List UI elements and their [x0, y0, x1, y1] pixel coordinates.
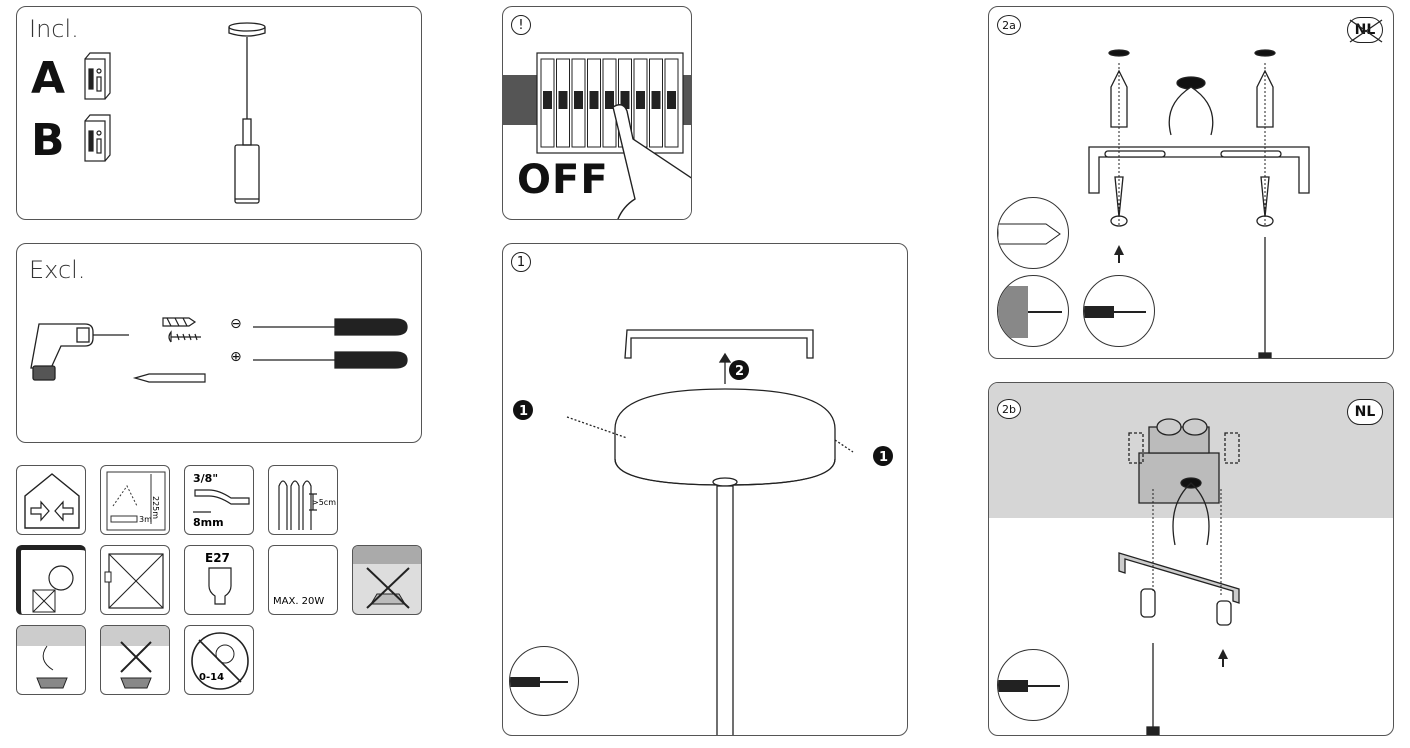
breaker-toggle — [651, 91, 661, 109]
no-recessed-icon — [16, 545, 86, 615]
excl-tools-drawing — [30, 317, 408, 383]
breaker-toggle — [543, 91, 552, 109]
max-wattage-icon: MAX. 20W — [268, 545, 338, 615]
manual-a-letter: A — [31, 53, 66, 104]
step1-panel: 1 1 1 2 — [502, 243, 908, 736]
cable-bottom-text: 8mm — [193, 516, 224, 529]
step2a-drawing — [1088, 49, 1310, 358]
breaker-toggle — [574, 91, 583, 109]
ceiling-mount-ok-icon — [16, 625, 86, 695]
warning-badge: ! — [511, 15, 531, 35]
step-badge-2a: 2a — [997, 15, 1021, 35]
manual-book-icon — [84, 52, 111, 100]
screwdriver-tool-circle — [509, 646, 579, 716]
wire-gap-text: >5cm — [312, 498, 336, 507]
step-badge-1: 1 — [511, 252, 531, 272]
drill-tool-circle — [997, 275, 1069, 347]
breaker-toggle — [558, 91, 568, 109]
breaker-drawing — [503, 52, 691, 219]
breaker-toggle — [636, 91, 645, 109]
region-nl-text-2b: NL — [1354, 404, 1376, 420]
bracket-2b — [1118, 552, 1240, 604]
manual-b-letter: B — [31, 115, 65, 166]
child-warning-icon: 0-14 — [184, 625, 254, 695]
marker-right: 1 — [879, 450, 888, 465]
region-nl-crossed: NL — [1347, 17, 1383, 43]
breaker-toggle — [667, 91, 676, 109]
screw-icon — [168, 330, 201, 343]
incl-drawing — [84, 22, 266, 204]
step1-drawing: 1 1 2 — [513, 329, 893, 735]
wire-spacing-icon: >5cm — [268, 465, 338, 535]
flat-screwdriver-icon — [253, 318, 408, 336]
bathroom-height-text: 225m — [151, 496, 160, 519]
breaker-toggle — [620, 91, 630, 109]
wall-plug-icon — [162, 317, 197, 327]
cable-strip-icon: 3/8" 8mm — [184, 465, 254, 535]
pencil-tool-circle — [997, 197, 1069, 269]
marker-bracket: 2 — [735, 364, 744, 379]
bathroom-dist-text: 3m — [139, 515, 152, 524]
step2b-panel: 2b NL — [988, 382, 1394, 736]
screwdriver-tool-circle-2b — [997, 649, 1069, 721]
plus-symbol: ⊕ — [230, 349, 242, 365]
max-watt-text: MAX. 20W — [273, 596, 324, 607]
cable-top-text: 3/8" — [193, 472, 218, 485]
junction-box — [1138, 452, 1220, 504]
bathroom-zone-icon: 225m 3m — [100, 465, 170, 535]
breaker-toggle — [589, 91, 599, 109]
breaker-toggle — [605, 91, 614, 109]
indoor-use-icon — [16, 465, 86, 535]
power-off-panel: ! OFF — [502, 6, 692, 220]
excl-panel: Excl. ⊖ ⊕ — [16, 243, 422, 443]
minus-symbol: ⊖ — [230, 316, 242, 332]
step-badge-2b: 2b — [997, 399, 1021, 419]
mounting-bracket — [624, 329, 814, 359]
dimmer-switch-icon — [100, 545, 170, 615]
pencil-icon — [132, 373, 206, 383]
no-insulation-icon — [352, 545, 422, 615]
incl-label: Incl. — [29, 15, 79, 43]
incl-panel: Incl. A B — [16, 6, 422, 220]
canopy — [614, 388, 836, 486]
screwdriver-tool-circle-2a — [1083, 275, 1155, 347]
off-label: OFF — [517, 157, 609, 203]
manual-book-icon-b — [84, 114, 111, 162]
marker-left: 1 — [519, 404, 528, 419]
drill-icon — [30, 323, 129, 381]
excl-label: Excl. — [29, 256, 86, 284]
age-limit-text: 0-14 — [199, 672, 224, 683]
step2a-panel: 2a NL — [988, 6, 1394, 359]
ceiling-mount-no-icon — [100, 625, 170, 695]
step2b-drawing — [1118, 418, 1240, 735]
region-nl-badge: NL — [1347, 399, 1383, 425]
bulb-type-text: E27 — [205, 551, 230, 565]
pendant-lamp-icon — [228, 22, 266, 204]
phillips-screwdriver-icon — [253, 351, 408, 369]
bulb-type-icon: E27 — [184, 545, 254, 615]
